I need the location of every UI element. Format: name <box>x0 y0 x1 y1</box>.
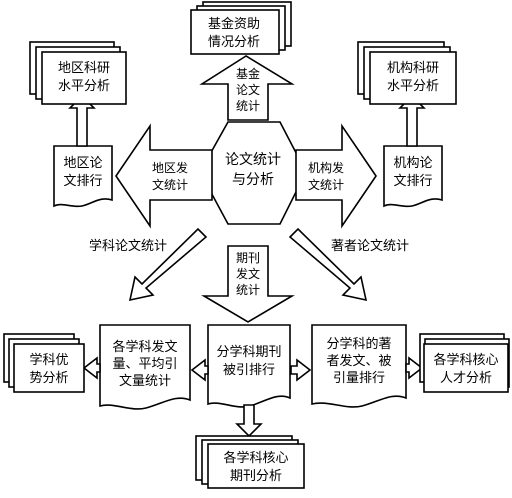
journal-rank-line2: 被引排行 <box>223 363 275 378</box>
inst-arrow-line2: 文统计 <box>308 177 344 192</box>
fund-analysis-stack: 基金资助 情况分析 <box>190 1 292 55</box>
author-stats-arrow <box>288 227 368 302</box>
subject-advantage-stack: 学科优 势分析 <box>3 333 85 393</box>
region-rank-line1: 地区论 <box>63 156 102 171</box>
inst-analysis-line2: 水平分析 <box>387 79 439 94</box>
inst-arrow-line1: 机构发 <box>308 160 344 175</box>
subject-advantage-arrow <box>82 356 101 380</box>
subject-advantage-line1: 学科优 <box>29 352 68 368</box>
subject-stats-arrow <box>128 227 208 302</box>
fund-analysis-line1: 基金资助 <box>208 16 260 32</box>
fund-stats-arrow: 基金 论文 统计 <box>199 55 295 121</box>
region-arrow-line1: 地区发 <box>152 160 188 175</box>
author-rank-line2: 者发文、被 <box>326 353 391 369</box>
core-journals-line1: 各学科核心 <box>223 450 288 466</box>
core-talent-arrow <box>405 356 424 380</box>
institution-rank-document: 机构论 文排行 <box>383 145 443 208</box>
journal-arrow-line1: 期刊 <box>236 251 260 265</box>
subject-output-line3: 文量统计 <box>119 374 171 389</box>
center-label-line1: 论文统计 <box>225 152 281 168</box>
region-up-arrow <box>68 94 96 147</box>
subject-stats-label: 学科论文统计 <box>89 238 167 254</box>
core-talent-stack: 各学科核心 人才分析 <box>419 333 510 393</box>
region-analysis-stack: 地区科研 水平分析 <box>29 41 127 105</box>
journal-to-author-arrow <box>290 358 312 382</box>
center-hexagon: 论文统计 与分析 <box>199 121 307 225</box>
region-analysis-line1: 地区科研 <box>58 61 110 76</box>
region-arrow-line2: 文统计 <box>152 177 188 192</box>
core-journals-stack: 各学科核心 期刊分析 <box>195 435 305 489</box>
fund-arrow-line1: 基金 <box>236 66 260 81</box>
author-rank-line3: 引量排行 <box>333 371 385 386</box>
author-rank-document: 分学科的著 者发文、被 引量排行 <box>311 324 407 408</box>
region-stats-arrow: 地区发 文统计 <box>115 123 213 229</box>
journal-to-subject-arrow <box>190 358 209 382</box>
fund-arrow-line3: 统计 <box>236 99 260 113</box>
region-rank-document: 地区论 文排行 <box>53 145 113 208</box>
institution-up-arrow <box>398 94 426 147</box>
core-journals-arrow <box>235 404 263 438</box>
core-talent-line2: 人才分析 <box>440 371 492 386</box>
region-analysis-line2: 水平分析 <box>58 79 110 94</box>
inst-rank-line2: 文排行 <box>393 174 432 189</box>
author-rank-line1: 分学科的著 <box>326 336 391 352</box>
center-label-line2: 与分析 <box>232 172 274 188</box>
institution-analysis-stack: 机构科研 水平分析 <box>357 41 457 105</box>
core-journals-line2: 期刊分析 <box>230 469 282 484</box>
journal-arrow-line3: 统计 <box>236 283 260 297</box>
subject-output-line1: 各学科发文 <box>112 339 177 355</box>
journal-rank-line1: 分学科期刊 <box>216 344 281 360</box>
author-stats-label: 著者论文统计 <box>331 239 409 254</box>
subject-advantage-line2: 势分析 <box>29 370 68 386</box>
fund-analysis-line2: 情况分析 <box>208 35 260 50</box>
institution-stats-arrow: 机构发 文统计 <box>295 123 377 229</box>
core-talent-line1: 各学科核心 <box>433 352 498 368</box>
subject-output-document: 各学科发文 量、平均引 文量统计 <box>99 324 191 410</box>
inst-rank-line1: 机构论 <box>393 156 432 171</box>
subject-output-line2: 量、平均引 <box>112 357 177 372</box>
journal-rank-document: 分学科期刊 被引排行 <box>207 324 291 408</box>
journal-arrow-line2: 发文 <box>236 266 260 281</box>
region-rank-line2: 文排行 <box>63 174 102 189</box>
fund-arrow-line2: 论文 <box>236 82 260 97</box>
journal-stats-arrow: 期刊 发文 统计 <box>201 245 295 323</box>
inst-analysis-line1: 机构科研 <box>387 61 439 76</box>
